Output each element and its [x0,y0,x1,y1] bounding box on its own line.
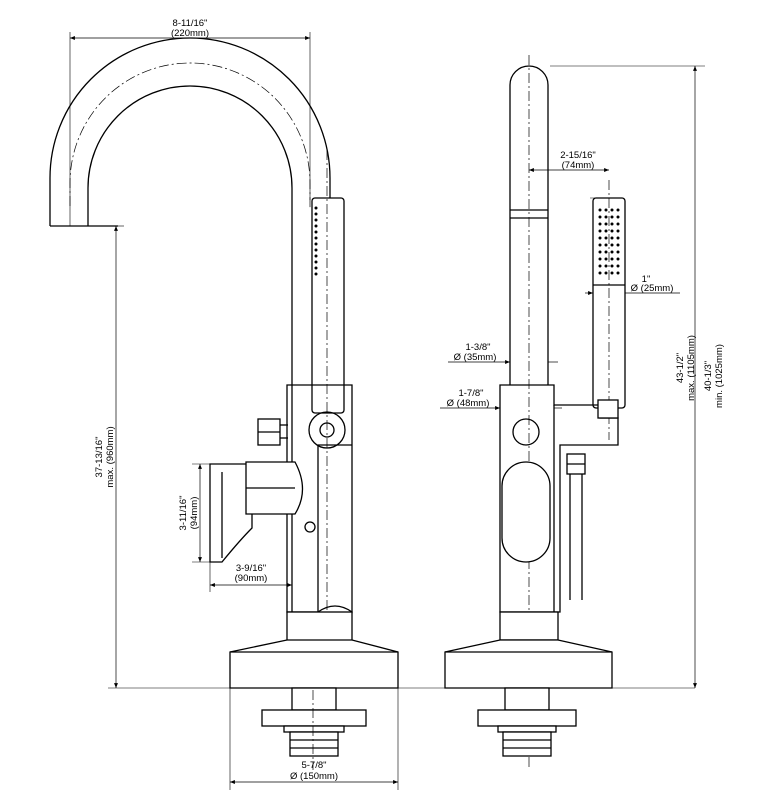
handshower-diameter-metric: Ø (25mm) [631,283,674,294]
spout-reach-metric: (220mm) [171,28,209,39]
riser-diameter-metric: Ø (35mm) [454,352,497,363]
handle-height-imperial: 3-11/16" [178,496,189,531]
body-diameter-imperial: 1-7/8" [458,388,483,399]
total-height-metric: max. (1105mm) [686,335,697,401]
base-side [444,639,613,689]
handle-side [501,461,551,563]
handshower-front [311,197,345,414]
dimension-labels: 8-11/16" (220mm) 37-13/16" max. (960mm) … [94,18,725,782]
base-front [229,639,399,689]
spout-inner [87,85,293,385]
spout-reach-imperial: 8-11/16" [173,18,208,29]
spout-height-metric: max. (960mm) [105,426,116,487]
total-height-imperial: 43-1/2" [675,353,686,383]
handle-depth-metric: (90mm) [235,573,268,584]
spout-offset-metric: (74mm) [562,160,595,171]
base-diameter-metric: Ø (150mm) [290,771,338,782]
side-view [440,55,705,770]
spout-height-imperial: 37-13/16" [94,437,105,478]
min-height-metric: min. (1025mm) [714,344,725,408]
body-diameter-metric: Ø (48mm) [447,398,490,409]
riser-diameter-imperial: 1-3/8" [465,342,490,353]
handshower-diameter-imperial: 1" [642,274,651,285]
spray-dots-side [598,208,620,275]
front-view [49,32,695,790]
base-diameter-imperial: 5-7/8" [301,760,326,771]
spout-offset-imperial: 2-15/16" [560,150,596,161]
spout-outer [49,37,331,226]
min-height-imperial: 40-1/3" [703,361,714,391]
spray-dots-front [314,206,318,276]
handle-depth-imperial: 3-9/16" [236,563,266,574]
handle-height-metric: (94mm) [189,497,200,530]
spout-side [509,65,549,385]
